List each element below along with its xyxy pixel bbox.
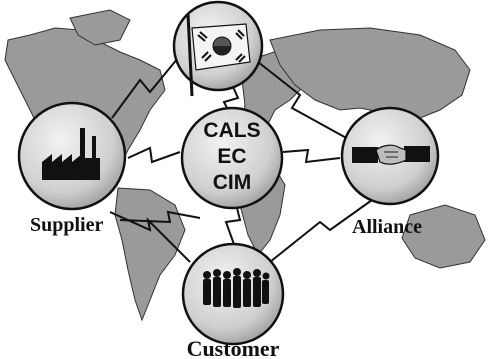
link-supplier-alliance-cross — [119, 210, 201, 224]
center-node: CALS EC CIM — [180, 106, 284, 210]
alliance-label: Alliance — [352, 216, 422, 238]
factory-icon — [42, 128, 100, 180]
alliance-node — [340, 106, 440, 206]
link-supplier-center — [127, 146, 181, 164]
link-alliance-customer — [269, 199, 373, 263]
supplier-node — [17, 101, 127, 211]
south-america-landmass — [114, 187, 186, 322]
center-label-cals: CALS — [203, 119, 260, 142]
center-label-cim: CIM — [213, 171, 252, 194]
greenland-landmass — [69, 9, 131, 46]
link-supplier-top — [111, 57, 179, 119]
asia-landmass — [269, 27, 471, 121]
connection-lines — [109, 57, 373, 263]
australia-landmass — [401, 204, 486, 269]
handshake-icon — [352, 144, 430, 165]
link-center-alliance — [282, 148, 341, 164]
top-node — [172, 0, 264, 97]
customer-node — [181, 242, 285, 346]
center-label-ec: EC — [217, 145, 246, 168]
customer-label: Customer — [187, 336, 280, 359]
link-top-alliance — [257, 61, 351, 141]
center-node-circle — [180, 106, 284, 210]
supplier-label: Supplier — [30, 214, 103, 236]
crowd-icon — [203, 268, 270, 308]
korean-flag-icon — [186, 13, 251, 97]
